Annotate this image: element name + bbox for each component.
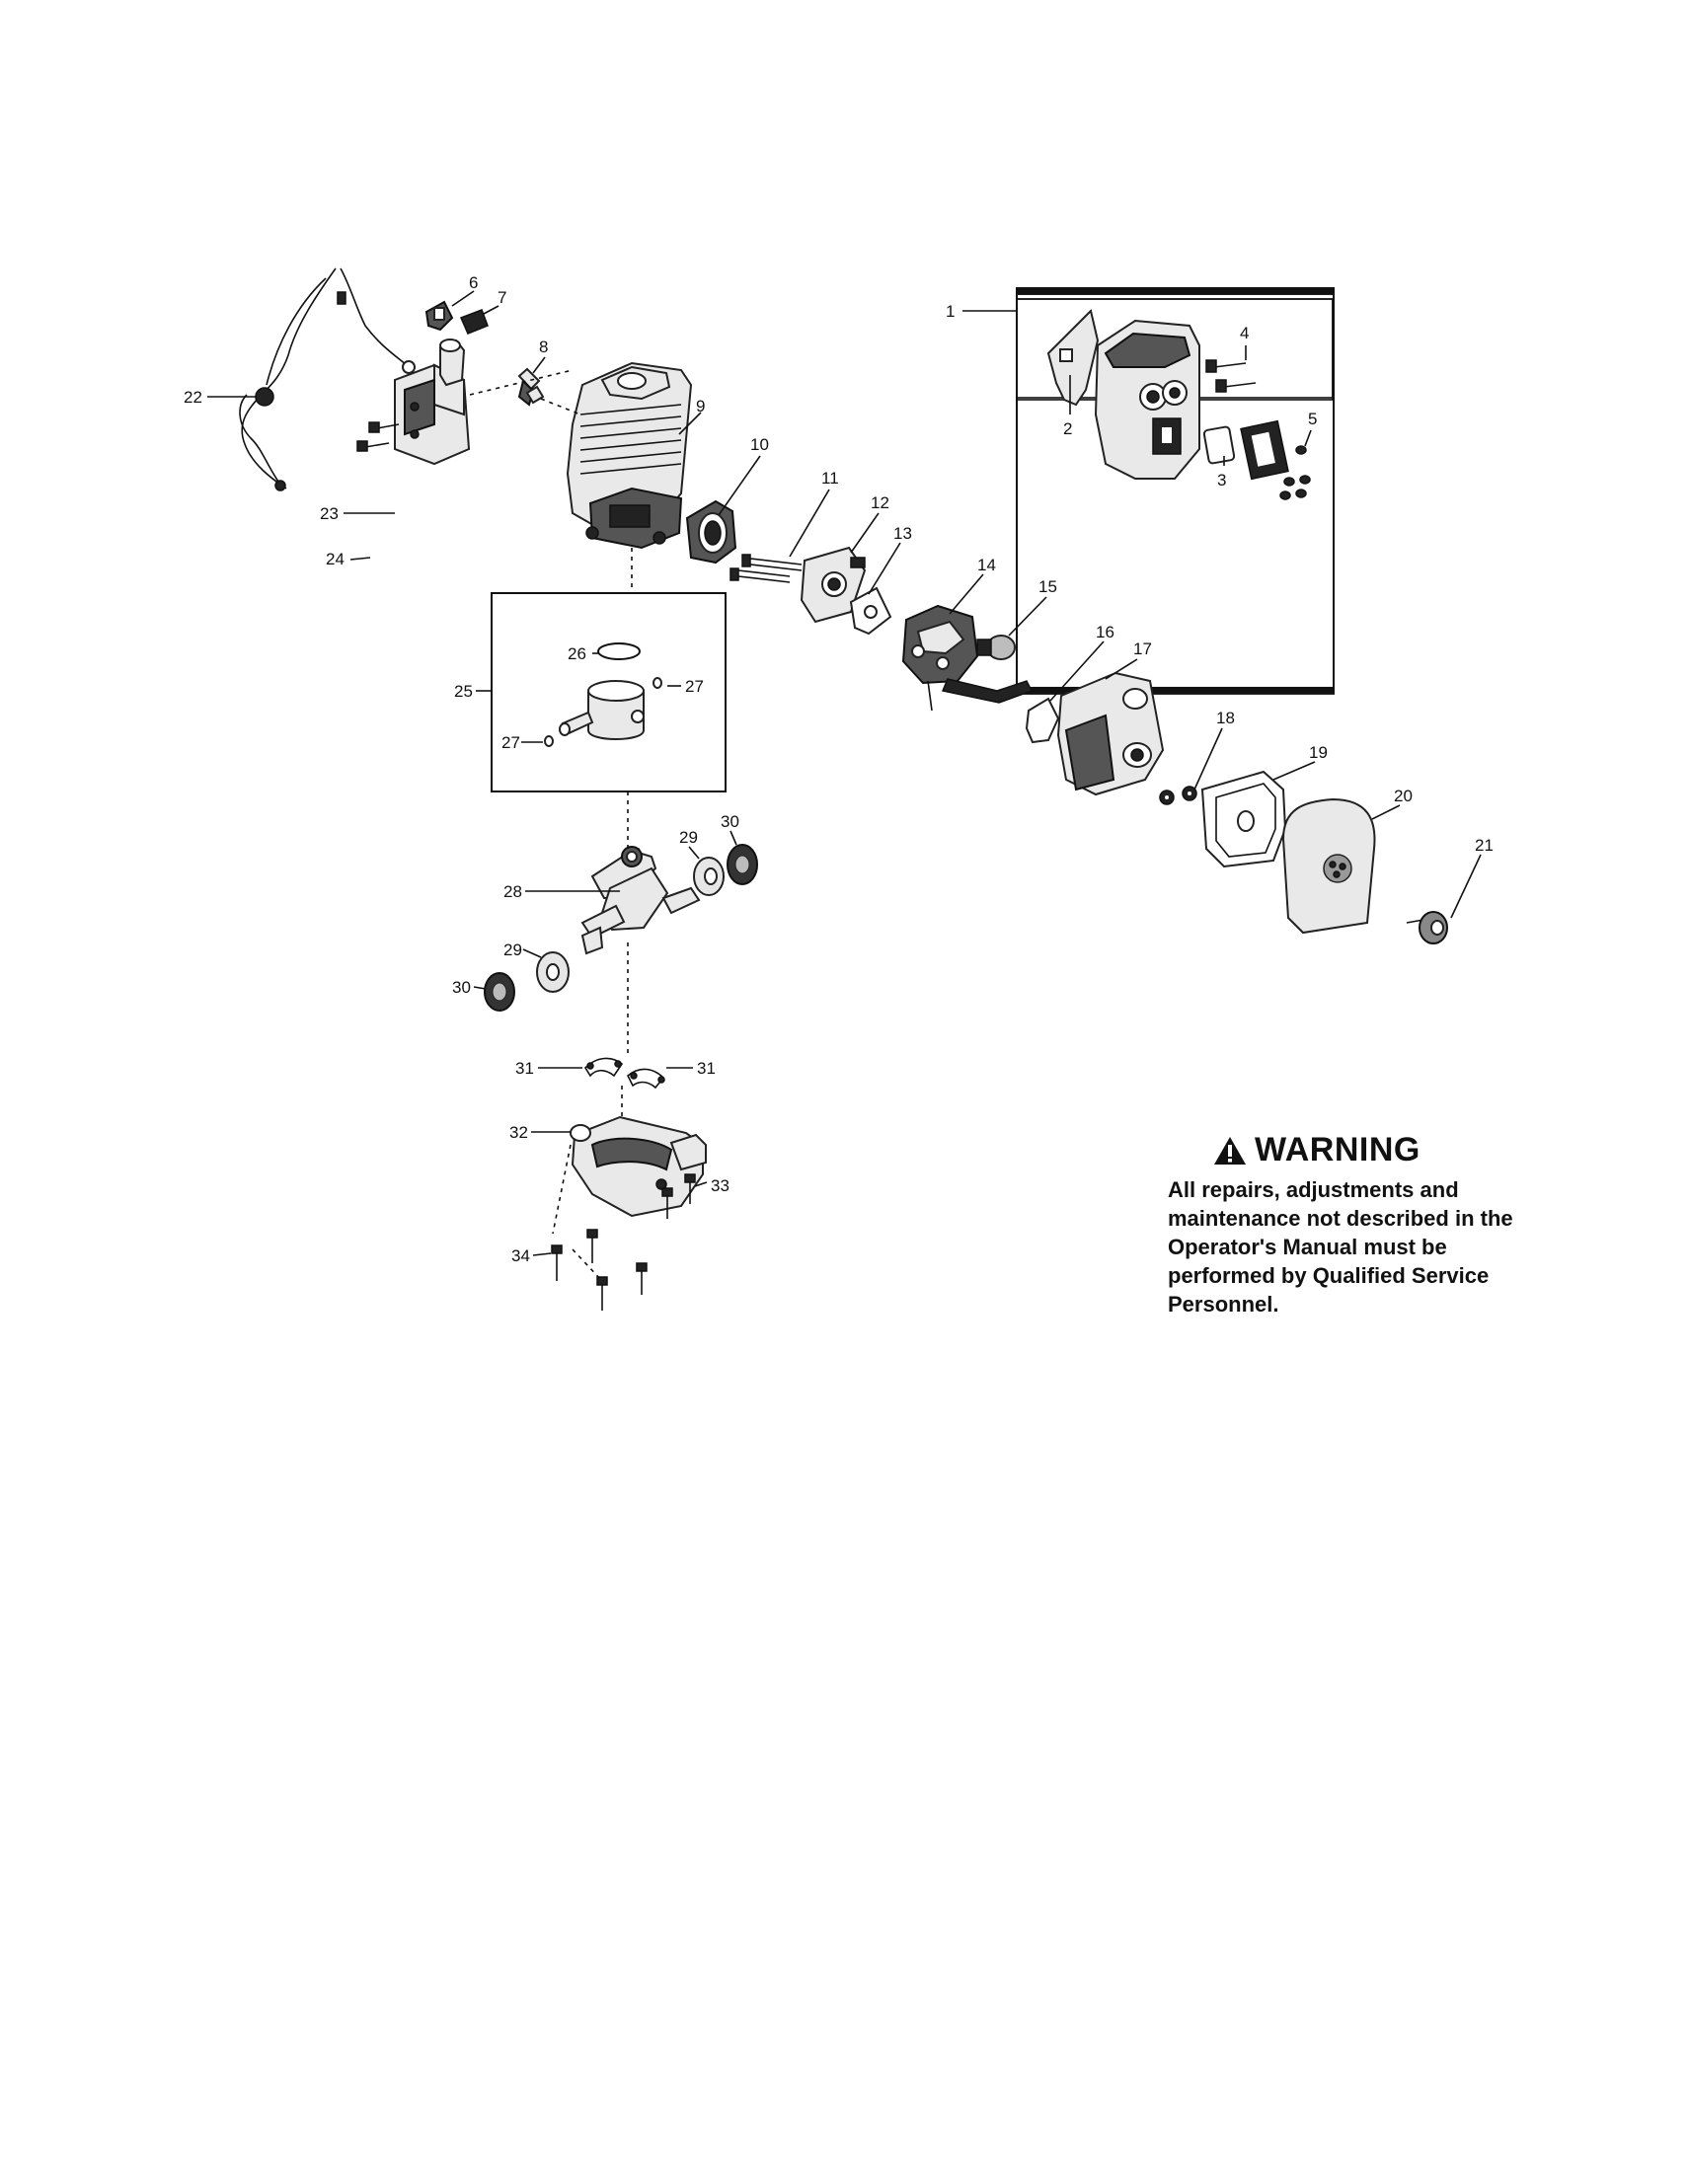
primer-bulb [976, 635, 1016, 660]
crankshaft-seal-right [727, 844, 758, 885]
callout-12: 12 [871, 493, 889, 512]
callout-19: 19 [1309, 743, 1328, 762]
muffler-heat-shield [1046, 309, 1100, 407]
muffler-plate [1240, 419, 1289, 481]
callout-17: 17 [1133, 640, 1152, 658]
callout-33: 33 [711, 1176, 729, 1195]
wire-harness [239, 267, 416, 491]
callout-28: 28 [503, 882, 522, 901]
air-filter [1200, 770, 1287, 868]
crankcase-screws-bottom [551, 1229, 648, 1311]
callout-13: 13 [893, 524, 912, 543]
piston-pin [559, 711, 594, 736]
callout-2: 2 [1063, 419, 1072, 438]
cylinder [566, 361, 693, 550]
callout-8: 8 [539, 338, 548, 356]
callout-31-right: 31 [697, 1059, 716, 1078]
assembly-lines [469, 369, 633, 1282]
crankshaft-bearing-right [693, 857, 725, 896]
callout-27-left: 27 [501, 733, 520, 752]
callout-24: 24 [326, 550, 345, 568]
callout-labels: 1 2 3 4 5 6 7 8 9 10 11 12 13 14 15 16 1… [184, 273, 1494, 1265]
air-filter-nuts [1159, 786, 1197, 805]
muffler-bolts [1205, 359, 1257, 393]
callout-30-left: 30 [452, 978, 471, 997]
crankshaft [580, 846, 701, 955]
carburetor-spacer [800, 546, 867, 624]
warning-heading: WARNING [1213, 1131, 1543, 1169]
crankcase-screws-front [661, 1173, 696, 1219]
spark-plug [517, 367, 545, 407]
ignition-screws [356, 421, 400, 452]
piston-pin-retainer-left [544, 735, 554, 747]
crankcase-clips [583, 1057, 665, 1090]
piston [587, 680, 645, 740]
callout-29-right: 29 [679, 828, 698, 847]
callout-20: 20 [1394, 787, 1413, 805]
intake-boot [685, 499, 737, 565]
muffler-screws [1279, 445, 1311, 500]
air-filter-knob [1406, 911, 1448, 944]
callout-23: 23 [320, 504, 339, 523]
muffler-body [1094, 319, 1200, 480]
callout-5: 5 [1308, 410, 1317, 428]
callout-14: 14 [977, 556, 996, 574]
callout-31-left: 31 [515, 1059, 534, 1078]
piston-pin-retainer-right [653, 677, 662, 689]
callout-32: 32 [509, 1123, 528, 1142]
carburetor-bolts [729, 554, 803, 583]
callout-27-right: 27 [685, 677, 704, 696]
callout-29-left: 29 [503, 941, 522, 959]
spark-plug-cover [459, 309, 489, 335]
callout-10: 10 [750, 435, 769, 454]
muffler-gasket [1202, 425, 1236, 465]
warning-title: WARNING [1255, 1131, 1420, 1168]
piston-ring [597, 642, 641, 660]
callout-22: 22 [184, 388, 202, 407]
callout-30-right: 30 [721, 812, 739, 831]
warning-notice: WARNING All repairs, adjustments and mai… [1168, 1131, 1543, 1318]
air-box-gasket [1025, 697, 1060, 744]
crankshaft-bearing-left [536, 951, 570, 993]
callout-9: 9 [696, 397, 705, 415]
air-filter-housing [1056, 671, 1165, 796]
air-filter-cover [1281, 797, 1376, 935]
callout-1: 1 [946, 302, 955, 321]
callout-34: 34 [511, 1246, 530, 1265]
callout-6: 6 [469, 273, 478, 292]
callout-25: 25 [454, 682, 473, 701]
leader-lines [207, 290, 1482, 1256]
crankcase [570, 1115, 707, 1218]
callout-4: 4 [1240, 324, 1249, 342]
callout-21: 21 [1475, 836, 1494, 855]
callout-7: 7 [498, 288, 506, 307]
carburetor-gasket [849, 586, 892, 636]
ignition-module [394, 339, 471, 466]
crankshaft-seal-left [484, 972, 515, 1012]
callout-15: 15 [1038, 577, 1057, 596]
callout-16: 16 [1096, 623, 1114, 641]
muffler-kit-frame [1016, 287, 1335, 695]
callout-26: 26 [568, 644, 586, 663]
spark-plug-boot [424, 300, 454, 332]
carburetor [901, 604, 1034, 712]
warning-triangle-icon [1214, 1136, 1246, 1165]
piston-kit-frame [491, 592, 727, 792]
callout-11: 11 [821, 469, 839, 488]
callout-18: 18 [1216, 709, 1235, 727]
warning-text: All repairs, adjustments and maintenance… [1168, 1177, 1513, 1317]
callout-3: 3 [1217, 471, 1226, 490]
